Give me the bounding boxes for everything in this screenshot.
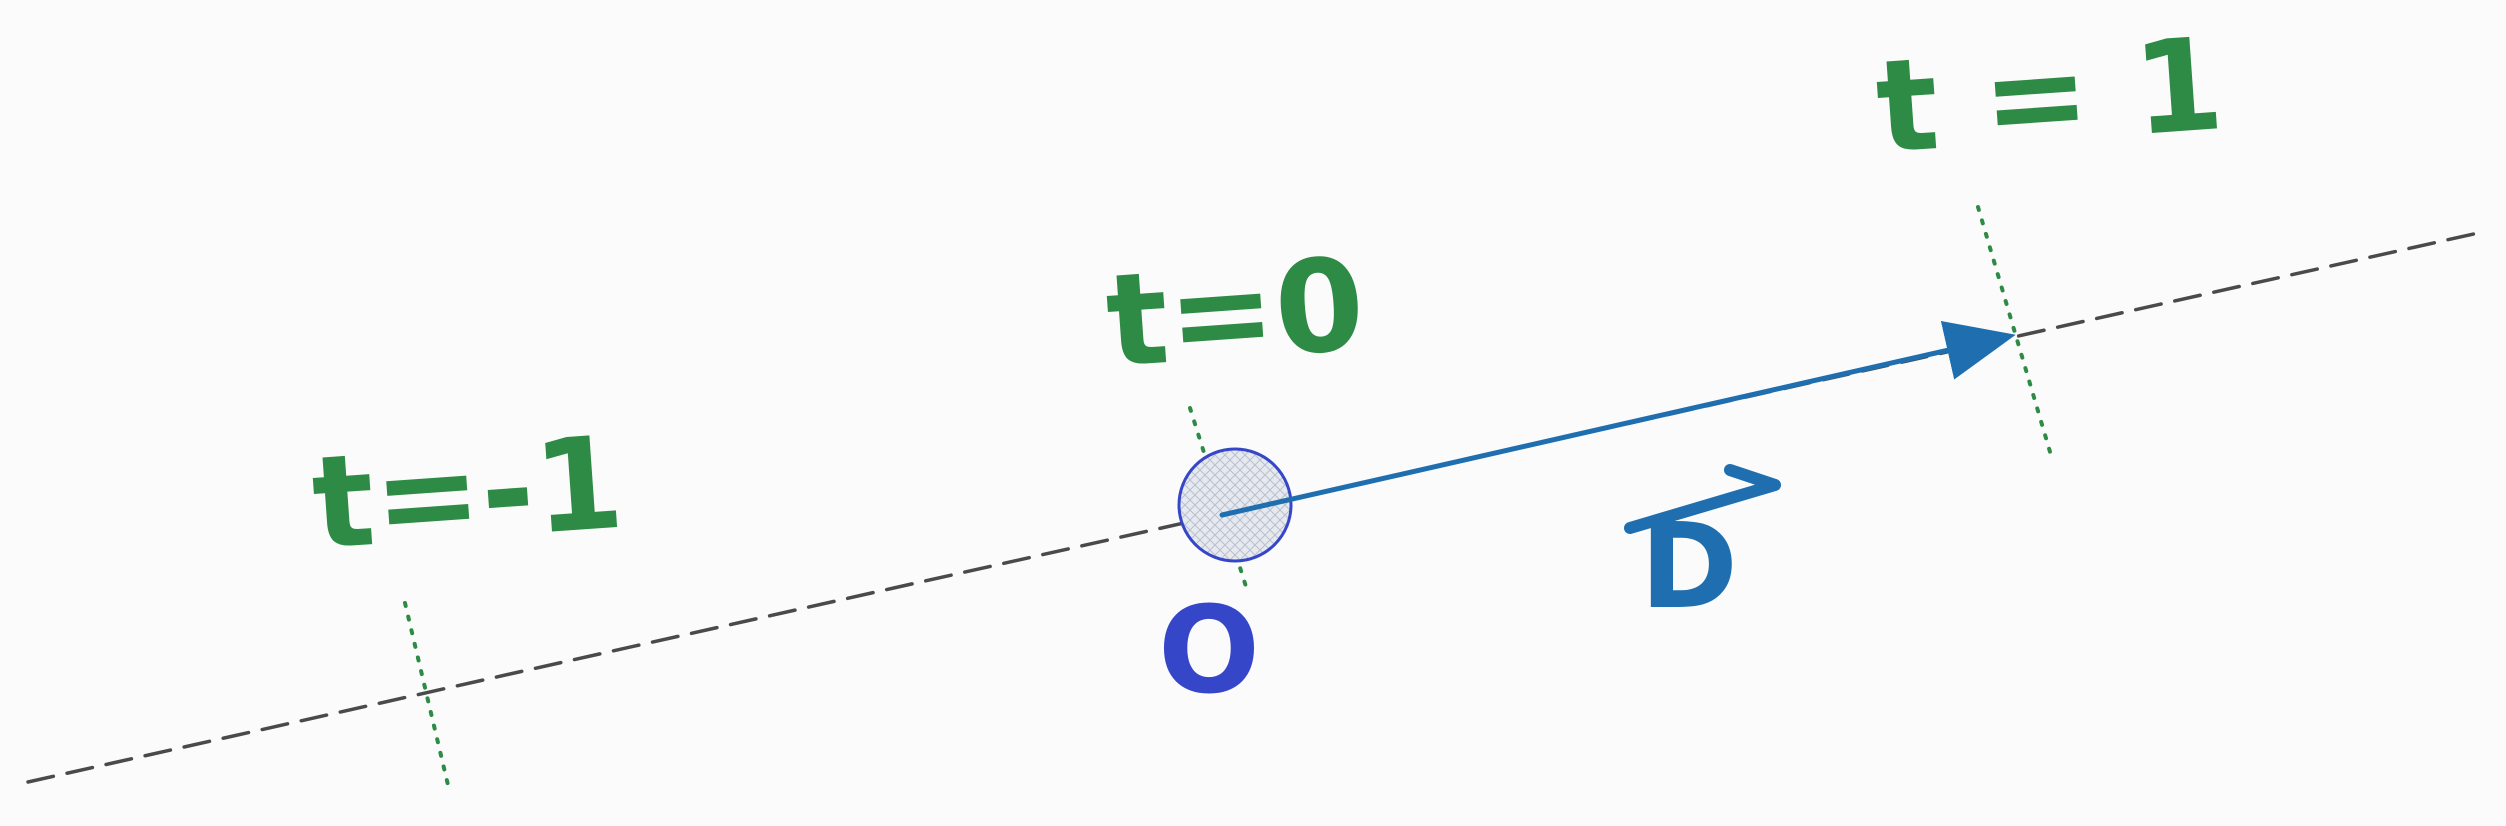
vector-overline-icon bbox=[1624, 464, 1781, 534]
label-t-0: t=0 bbox=[1102, 230, 1369, 397]
tick-mark-t-1 bbox=[1976, 205, 2055, 464]
label-direction: D bbox=[1640, 497, 1738, 635]
label-t-1: t = 1 bbox=[1872, 10, 2228, 183]
origin-point-icon bbox=[1177, 447, 1293, 563]
direction-vector-arrow bbox=[1219, 321, 2016, 518]
tick-mark-t-minus-1 bbox=[403, 601, 450, 787]
label-origin: O bbox=[1158, 582, 1260, 721]
label-t-minus-1: t=-1 bbox=[308, 409, 628, 579]
